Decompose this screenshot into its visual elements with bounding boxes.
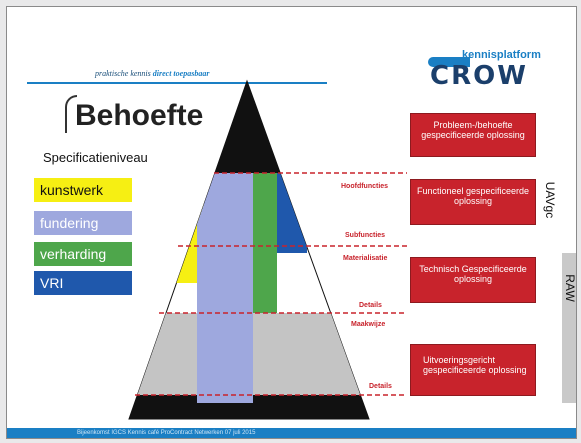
legend-kunstwerk: kunstwerk — [34, 178, 132, 202]
legend-verharding: verharding — [34, 242, 132, 266]
logo-kennisplatform: kennisplatform — [462, 49, 541, 61]
tagline-accent: direct toepasbaar — [152, 69, 210, 78]
specification-pyramid — [128, 79, 407, 420]
label-subfuncties: Subfuncties — [345, 232, 386, 239]
label-hoofdfuncties: Hoofdfuncties — [341, 183, 389, 190]
label-maakwijze: Maakwijze — [351, 321, 386, 328]
crow-logo: kennisplatform CROW — [424, 47, 564, 91]
tagline-prefix: praktische kennis — [95, 69, 153, 78]
label-materialisatie: Materialisatie — [343, 255, 388, 262]
slide: praktische kennis direct toepasbaar kenn… — [6, 6, 577, 439]
box-functioneel: Functioneel gespecificeerde oplossing — [410, 179, 536, 225]
box-probleem-behoefte: Probleem-/behoefte gespecificeerde oplos… — [410, 113, 536, 157]
column-fundering — [197, 173, 253, 403]
raw-label: RAW — [562, 274, 577, 302]
pyramid-top-black — [129, 81, 369, 173]
box-uitvoeringsgericht: Uitvoeringsgericht gespecificeerde oplos… — [410, 344, 536, 396]
header-rule — [27, 82, 327, 84]
column-vri — [277, 173, 307, 253]
footer-bar: Bijeenkomst IGCS Kennis café ProContract… — [7, 428, 576, 438]
uavgc-label-container: UAVgc — [543, 175, 564, 225]
footer-text: Bijeenkomst IGCS Kennis café ProContract… — [77, 430, 256, 436]
uavgc-label: UAVgc — [543, 181, 558, 219]
label-details-2: Details — [369, 383, 392, 390]
legend-vri: VRI — [34, 271, 132, 295]
slide-subtitle: Specificatieniveau — [43, 150, 148, 165]
box-technisch: Technisch Gespecificeerde oplossing — [410, 257, 536, 303]
label-details-1: Details — [359, 302, 382, 309]
logo-crow: CROW — [430, 61, 528, 91]
slide-title: Behoefte — [75, 99, 204, 132]
logo-swoosh-icon — [428, 57, 470, 67]
raw-bar: RAW — [562, 253, 577, 403]
legend-fundering: fundering — [34, 211, 132, 235]
tagline: praktische kennis direct toepasbaar — [95, 69, 209, 78]
title-hook-decoration — [65, 95, 77, 133]
column-verharding — [253, 173, 277, 313]
